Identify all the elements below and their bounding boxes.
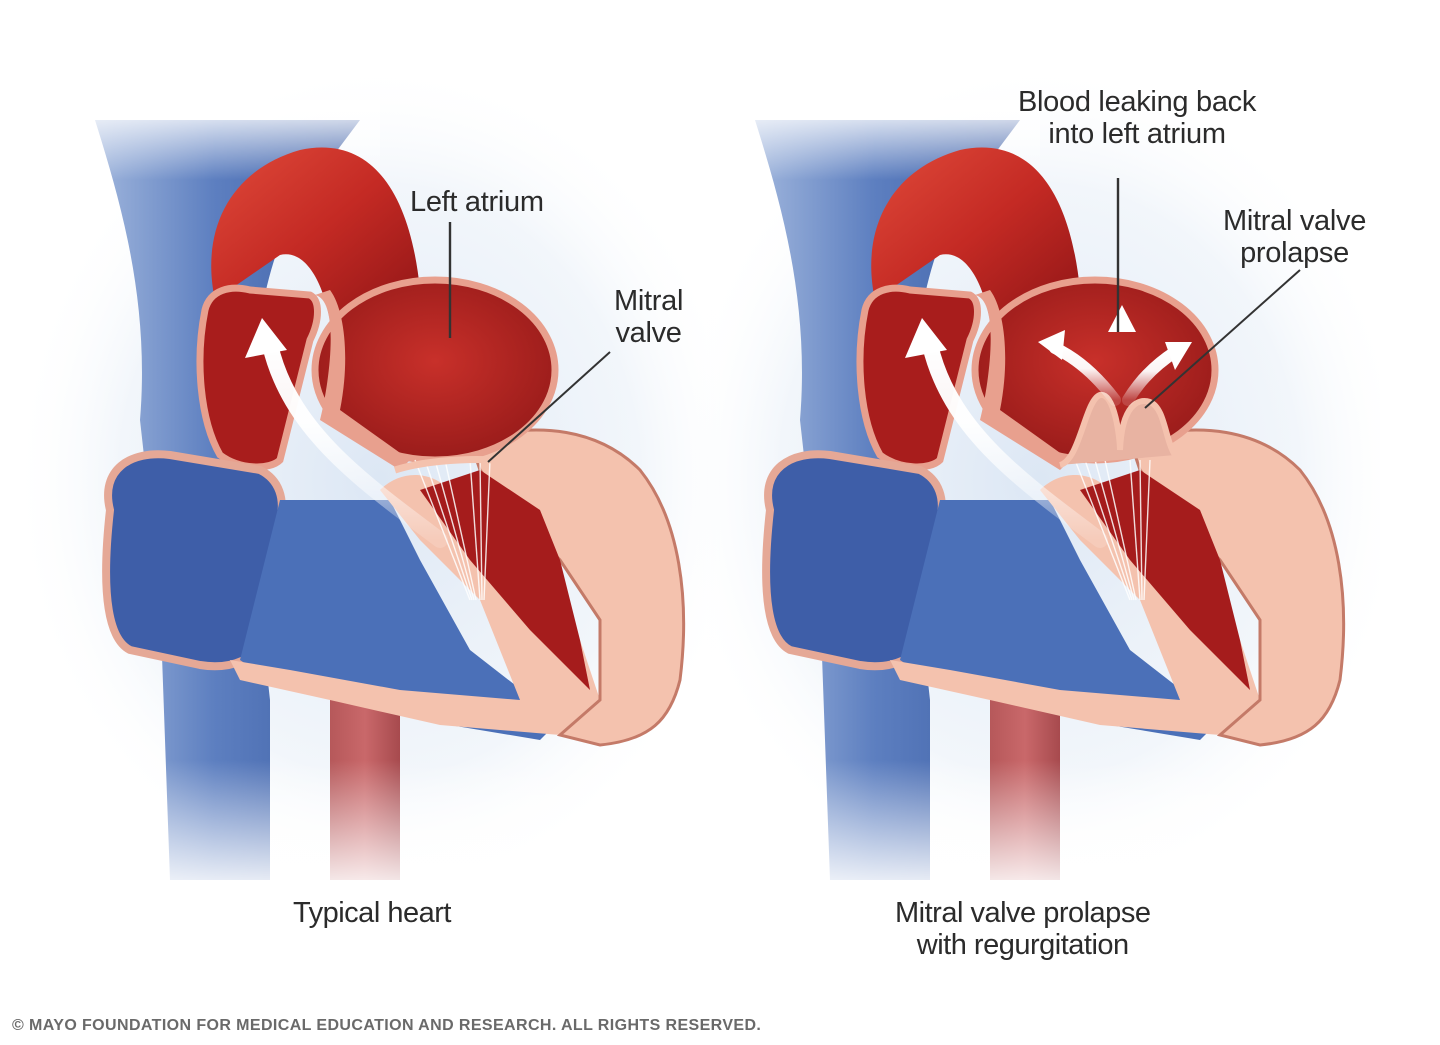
aortic-outflow-arrow-icon bbox=[905, 318, 1108, 548]
heart-illustration-prolapse bbox=[660, 0, 1380, 1000]
panel-mitral-valve-prolapse: Blood leaking back into left atrium Mitr… bbox=[660, 0, 1380, 1000]
label-left-atrium: Left atrium bbox=[410, 186, 544, 218]
copyright-notice: © MAYO FOUNDATION FOR MEDICAL EDUCATION … bbox=[12, 1017, 762, 1034]
caption-typical-heart: Typical heart bbox=[293, 897, 451, 929]
label-mitral-valve: Mitral valve bbox=[614, 285, 684, 349]
label-blood-leaking-back: Blood leaking back into left atrium bbox=[1018, 86, 1257, 150]
heart-illustration bbox=[0, 0, 720, 1000]
prolapse-leader-line bbox=[1144, 269, 1301, 409]
panel-typical-heart: Left atrium Mitral valve Typical heart bbox=[0, 0, 720, 1000]
caption-mitral-valve-prolapse: Mitral valve prolapse with regurgitation bbox=[895, 897, 1151, 961]
aortic-outflow-arrow-icon bbox=[245, 318, 448, 548]
regurgitation-arrows-icon bbox=[1038, 305, 1192, 406]
mitral-valve-leader-line bbox=[487, 351, 611, 463]
label-mitral-valve-prolapse: Mitral valve prolapse bbox=[1223, 205, 1367, 269]
